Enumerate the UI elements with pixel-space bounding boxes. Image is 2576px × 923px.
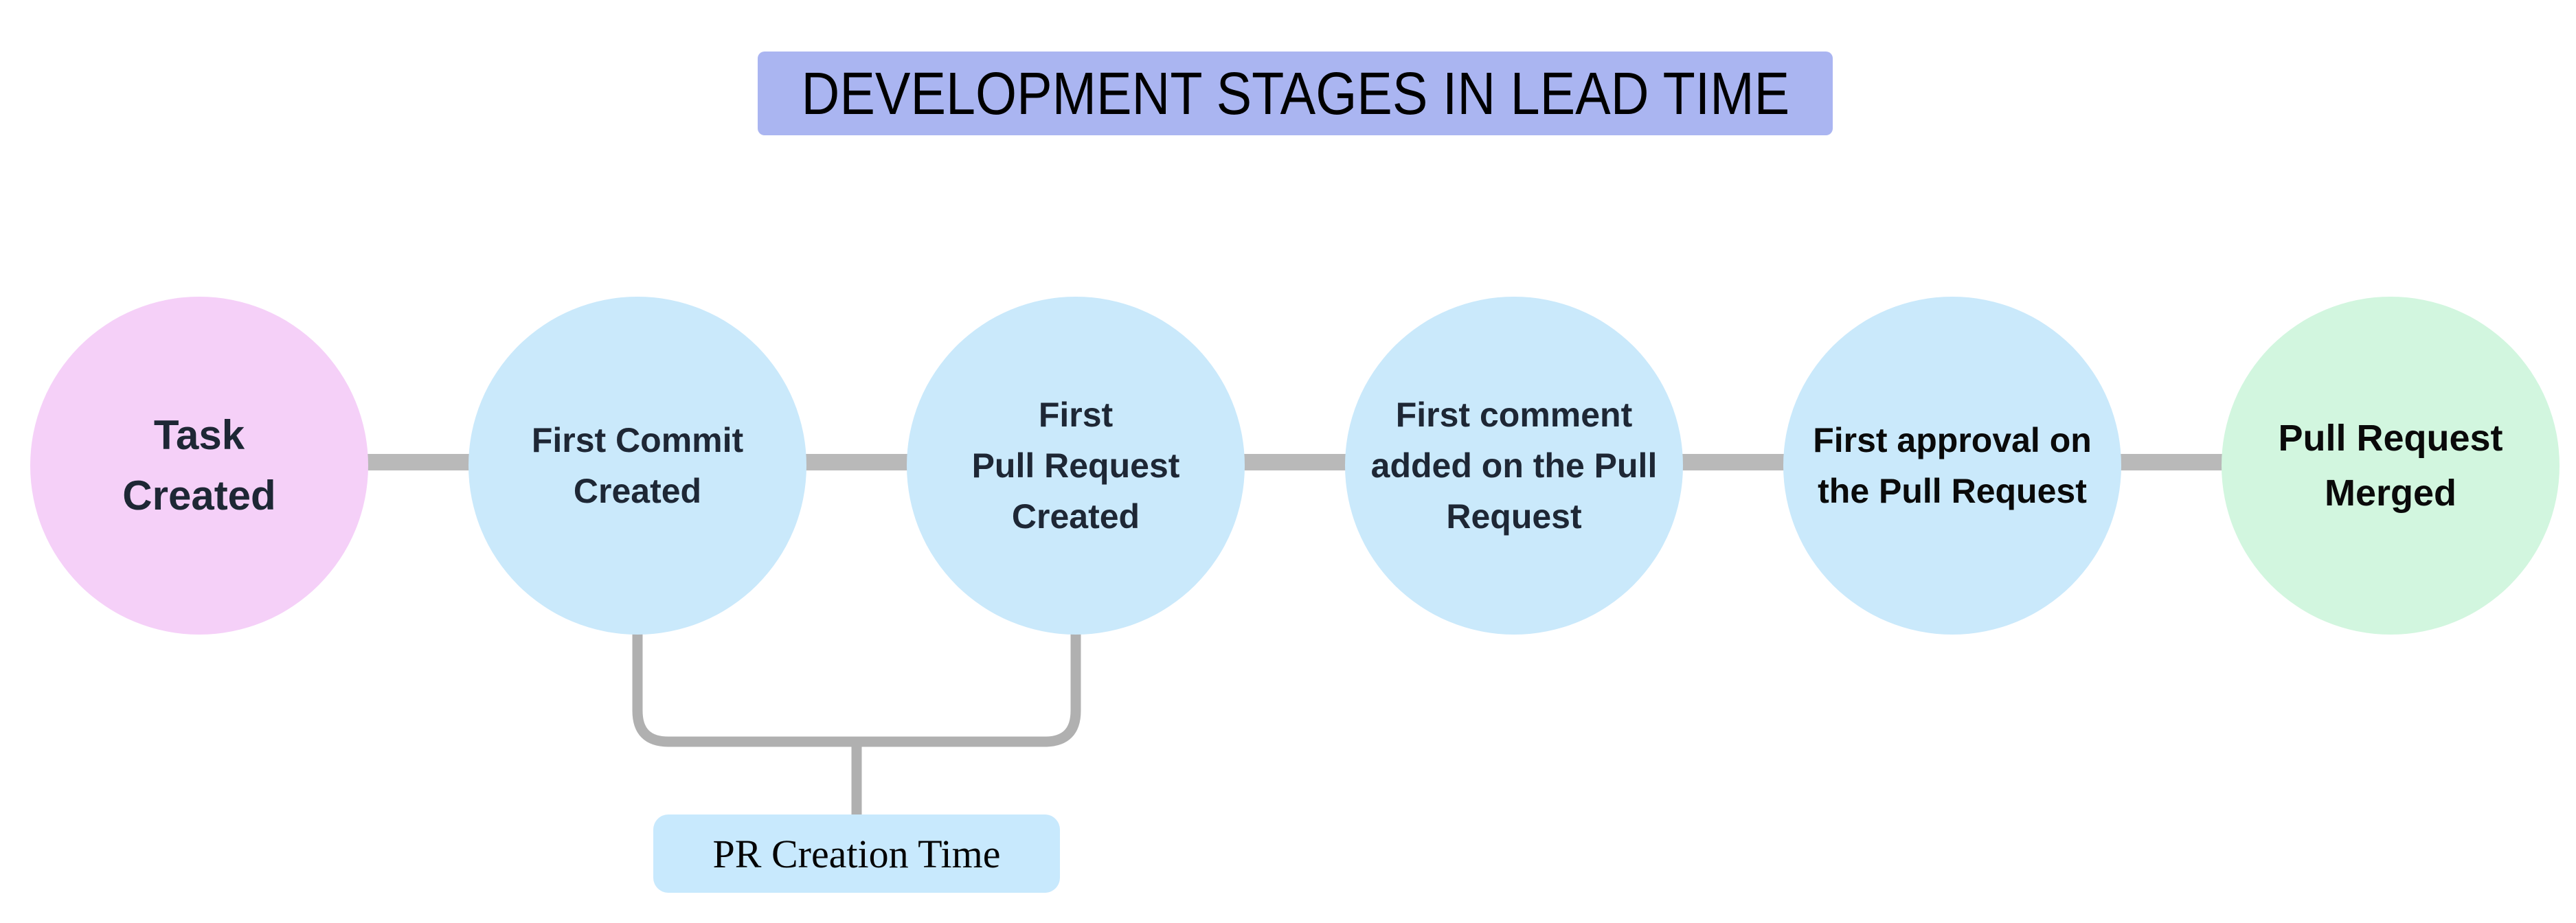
stage-circle-task-created: Task Created [30,297,368,635]
stage-label-line: Created [1011,497,1140,536]
stage-label-line: Task [153,412,245,458]
stage-label-line: Pull Request [971,446,1180,485]
pr-creation-time-label: PR Creation Time [653,814,1060,893]
stage-label-line: Merged [2324,472,2457,514]
pr-creation-bracket [632,622,1081,747]
stage-circle-first-pull-request-created: First Pull Request Created [907,297,1245,635]
pr-creation-time-text: PR Creation Time [712,831,1001,876]
title-badge: DEVELOPMENT STAGES IN LEAD TIME [758,52,1833,135]
stage-circle-first-comment-added: First comment added on the Pull Request [1345,297,1683,635]
stage-label-line: First comment [1395,396,1633,434]
stage-label-line: Created [573,472,702,510]
stage-label-line: First [1038,396,1114,434]
stage-circle-first-approval: First approval on the Pull Request [1783,297,2121,635]
stage-circle-pull-request-merged: Pull Request Merged [2222,297,2560,635]
stage-label-line: Created [122,472,276,519]
stage-circle-first-commit-created: First Commit Created [468,297,806,635]
page-title: DEVELOPMENT STAGES IN LEAD TIME [801,59,1789,127]
stage-label-line: First Commit [531,421,744,459]
stage-label-line: Request [1446,497,1582,536]
stage-label-line: Pull Request [2278,418,2503,459]
stage-label-line: the Pull Request [1818,472,2087,510]
stage-label-line: First approval on [1813,421,2092,459]
stage-label-line: added on the Pull [1370,446,1658,485]
